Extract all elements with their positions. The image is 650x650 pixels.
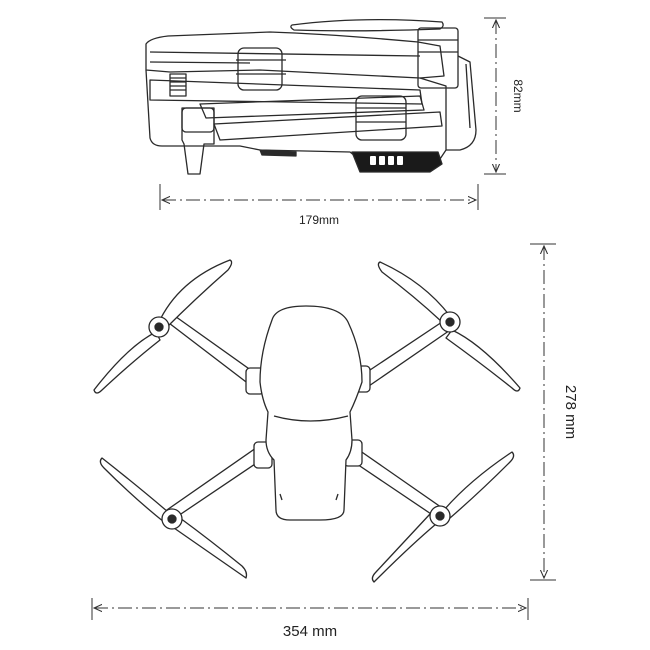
- propeller-rear-right: [371, 451, 515, 583]
- body-shell: [145, 31, 445, 79]
- vent-grille: [169, 73, 187, 97]
- rear-motor-housing: [417, 27, 459, 89]
- body-detail: [279, 493, 339, 501]
- front-leg-joint: [181, 107, 215, 133]
- unfolded-top-view: [93, 259, 521, 583]
- body-seam: [149, 51, 421, 57]
- motor-hub-rear-right: [435, 511, 445, 521]
- motor-hub-rear-left: [167, 514, 177, 524]
- folded-side-view: [145, 18, 477, 175]
- top-propeller-blade: [290, 18, 444, 32]
- battery-level-leds: [370, 156, 403, 165]
- rear-leg-inner: [465, 63, 471, 129]
- body-seam: [273, 415, 349, 422]
- rear-motor-lines: [356, 107, 406, 123]
- folded-arm-lower: [199, 95, 425, 119]
- motor-hub-front-left: [154, 322, 164, 332]
- propeller-rear-left: [99, 457, 248, 579]
- unfolded-length-label: 278 mm: [562, 385, 579, 439]
- dim-unfolded-width: [91, 598, 529, 620]
- motor-hub-front-right: [445, 317, 455, 327]
- front-motor-lines: [236, 59, 286, 75]
- dim-unfolded-length: [530, 243, 556, 581]
- rear-housing-lines: [418, 39, 458, 53]
- front-motor: [237, 47, 283, 91]
- arm-front-right: [357, 317, 457, 389]
- bottom-strip: [259, 149, 297, 157]
- body-seam-2: [149, 61, 251, 64]
- arm-rear-left: [163, 447, 265, 521]
- folded-length-label: 179mm: [299, 213, 339, 227]
- vent-grille-lines: [170, 77, 186, 91]
- unfolded-width-label: 354 mm: [283, 623, 337, 640]
- propeller-front-right: [377, 261, 521, 392]
- folded-arm-third: [213, 111, 443, 141]
- rear-motor: [355, 95, 407, 141]
- propeller-front-left: [93, 259, 233, 394]
- drone-body: [259, 305, 363, 521]
- dim-folded-length: [159, 184, 479, 210]
- rear-leg: [446, 55, 477, 151]
- body-lower: [145, 69, 447, 163]
- dim-folded-height: [484, 17, 506, 175]
- folded-height-label: 82mm: [511, 79, 525, 112]
